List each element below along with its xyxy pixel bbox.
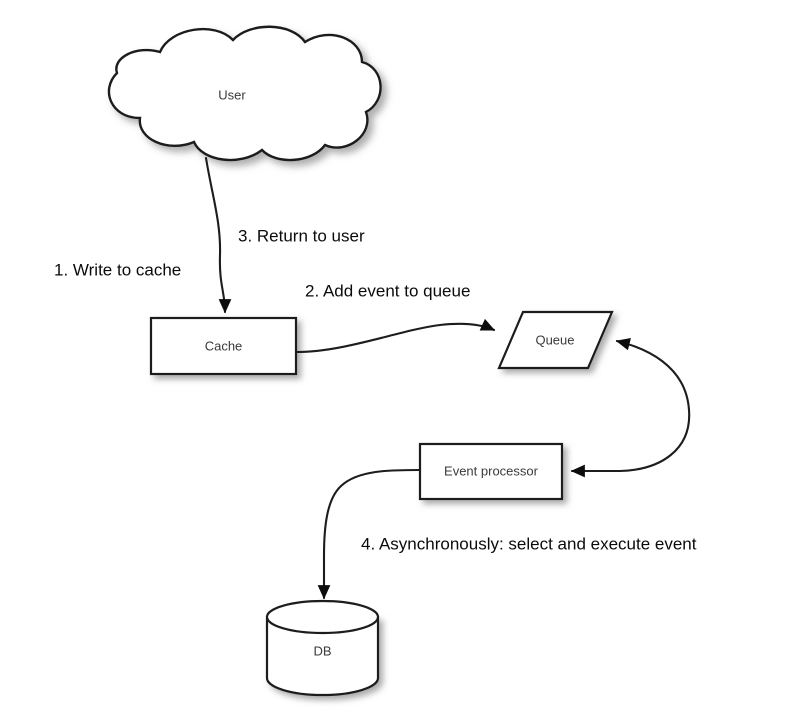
step-label-2: 2. Add event to queue [305,281,470,300]
node-queue-label: Queue [535,332,574,347]
cloud-shape [107,25,382,162]
connector-event-processor-to-db [317,468,421,600]
db-cylinder-top [265,599,380,635]
node-user-label: User [218,87,246,102]
node-queue[interactable]: Queue [497,310,614,370]
step-label-4: 4. Asynchronously: select and execute ev… [361,534,697,553]
node-event-processor-label: Event processor [444,463,539,478]
node-cache[interactable]: Cache [149,316,298,376]
connector-cache-to-queue [295,318,496,354]
node-user[interactable]: User [107,25,382,162]
connector-queue-to-event-processor [570,337,691,478]
cache-shape [149,316,298,376]
node-cache-label: Cache [205,338,243,353]
node-db[interactable]: DB [265,599,380,697]
step-label-3: 3. Return to user [238,226,365,245]
db-cylinder-body [265,615,380,697]
event-processor-shape [418,442,564,501]
connector-user-to-cache [204,156,232,314]
step-label-1: 1. Write to cache [54,260,181,279]
node-db-label: DB [313,643,331,658]
node-event-processor[interactable]: Event processor [418,442,564,501]
